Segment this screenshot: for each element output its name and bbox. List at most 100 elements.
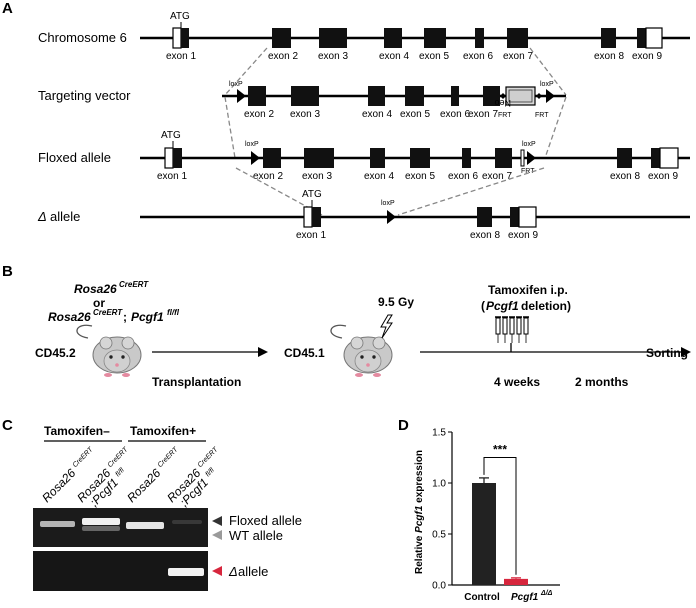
row-label-chromosome: Chromosome 6 xyxy=(38,30,127,45)
exon-label-7: exon 7 xyxy=(503,51,533,62)
exon-label-5: exon 5 xyxy=(419,51,449,62)
irradiation-icon xyxy=(380,314,393,339)
neo-label: Neo xyxy=(494,98,511,108)
exon1-utr xyxy=(172,27,182,49)
floxed-exon-label-5: exon 5 xyxy=(405,171,435,182)
floxed-frt-label: FRT xyxy=(521,168,535,175)
category-label-ko-sup: Δ/Δ xyxy=(540,590,553,597)
svg-text:Relative Pcgf1 expression: Relative Pcgf1 expression xyxy=(414,450,425,574)
donor-rosa-2-sup: CreERT xyxy=(93,308,123,317)
atg-label: ATG xyxy=(170,11,190,22)
donor-rosa-1: Rosa26 xyxy=(74,282,117,296)
gel-floxed-wt xyxy=(33,508,208,547)
exon-label-4: exon 4 xyxy=(379,51,409,62)
vec-exon6 xyxy=(451,86,459,106)
deletion-rest: deletion) xyxy=(521,299,571,313)
delta-exon-label-1: exon 1 xyxy=(296,230,326,241)
loxp-label-1: loxP xyxy=(229,81,243,88)
vec-exon4 xyxy=(368,86,385,106)
guide-left-mid xyxy=(224,96,236,159)
donor-rosa-1-sup: CreERT xyxy=(119,280,149,289)
vec-exon-label-4: exon 4 xyxy=(362,109,392,120)
recipient-mouse-icon xyxy=(330,324,393,377)
vec-exon-label-5: exon 5 xyxy=(400,109,430,120)
svg-text:Rosa26: Rosa26 xyxy=(39,466,78,505)
floxed-loxp-label-2: loxP xyxy=(522,141,536,148)
exon9-utr xyxy=(645,27,663,49)
transplant-arrowhead xyxy=(258,347,268,357)
donor-gene-sup: fl/fl xyxy=(167,308,180,317)
delta-loxp-label: loxP xyxy=(381,200,395,207)
deletion-open: ( xyxy=(481,299,485,313)
bar-ko xyxy=(504,578,528,585)
dose-label: 9.5 Gy xyxy=(378,295,414,309)
delta-atg-label: ATG xyxy=(302,189,322,200)
floxed-exon1-coding xyxy=(173,148,182,168)
loxp-label-2: loxP xyxy=(540,81,554,88)
y-tick-label: 0.5 xyxy=(432,530,446,541)
floxed-exon1-utr xyxy=(164,147,174,169)
wt-allele-label: WT allele xyxy=(229,528,283,543)
svg-text:CreERT: CreERT xyxy=(197,446,220,469)
floxed-exon-label-8: exon 8 xyxy=(610,171,640,182)
exon-label-6: exon 6 xyxy=(463,51,493,62)
delta-exon1-coding xyxy=(312,207,321,227)
syringes-icon xyxy=(495,316,529,343)
delta-exon9-utr xyxy=(518,206,537,228)
vec-exon-label-2: exon 2 xyxy=(244,109,274,120)
donor-sep: ; xyxy=(123,310,127,324)
floxed-exon9-coding xyxy=(651,148,660,168)
wt-arrow-icon xyxy=(212,530,222,540)
y-tick-label: 0.0 xyxy=(432,581,446,592)
panel-label-c: C xyxy=(2,417,13,434)
cd452-label: CD45.2 xyxy=(35,346,76,360)
loxp-arrow-1 xyxy=(237,89,246,103)
delta-exon8 xyxy=(477,207,492,227)
band-lane4-faint xyxy=(172,520,202,524)
bar-chart: 0.00.51.01.5*** xyxy=(432,428,560,592)
floxed-exon-label-7: exon 7 xyxy=(482,171,512,182)
delta-allele-symbol: Δ xyxy=(228,564,238,579)
floxed-allele-label: Floxed allele xyxy=(229,513,302,528)
exon1-coding xyxy=(181,28,189,48)
band-lane2-floxed xyxy=(82,518,120,525)
tamoxifen-label: Tamoxifen i.p. xyxy=(488,283,568,297)
floxed-arrow-icon xyxy=(212,516,222,526)
vec-exon7 xyxy=(483,86,500,106)
donor-or: or xyxy=(93,296,105,310)
floxed-frt xyxy=(520,149,525,167)
frt-diamond-2 xyxy=(536,93,542,99)
row-label-delta-symbol: Δ xyxy=(37,209,47,224)
vec-exon-label-3: exon 3 xyxy=(290,109,320,120)
floxed-exon-label-1: exon 1 xyxy=(157,171,187,182)
floxed-exon-label-6: exon 6 xyxy=(448,171,478,182)
frt-label-1: FRT xyxy=(498,112,512,119)
svg-text:fl/fl: fl/fl xyxy=(205,467,217,479)
chart-ylabel: Relative Pcgf1 expression xyxy=(414,450,425,574)
delta-loxp xyxy=(387,210,396,224)
svg-text:CreERT: CreERT xyxy=(157,446,180,469)
row-label-floxed: Floxed allele xyxy=(38,150,111,165)
delta-allele-label: allele xyxy=(238,564,268,579)
floxed-exon7 xyxy=(495,148,512,168)
floxed-exon8 xyxy=(617,148,632,168)
band-lane1-wt xyxy=(40,521,75,527)
exon-label-1: exon 1 xyxy=(166,51,196,62)
row-label-targeting: Targeting vector xyxy=(38,88,131,103)
delta-exon9-coding xyxy=(510,207,519,227)
floxed-exon5 xyxy=(410,148,430,168)
floxed-exon4 xyxy=(370,148,385,168)
tamoxifen-plus-label: Tamoxifen+ xyxy=(130,424,196,438)
y-tick-label: 1.0 xyxy=(432,479,446,490)
floxed-atg-label: ATG xyxy=(161,130,181,141)
vec-exon-label-6: exon 6 xyxy=(440,109,470,120)
panel-label-a: A xyxy=(2,0,13,17)
timeline-arrowhead xyxy=(681,347,691,357)
exon6-box xyxy=(475,28,484,48)
band-lane2-wt xyxy=(82,526,120,531)
guide-left-top xyxy=(224,47,268,96)
frt-diamond-1 xyxy=(500,93,506,99)
svg-text:fl/fl: fl/fl xyxy=(115,467,127,479)
loxp-arrow-2 xyxy=(546,89,555,103)
svg-text:Rosa26: Rosa26 xyxy=(124,466,163,505)
